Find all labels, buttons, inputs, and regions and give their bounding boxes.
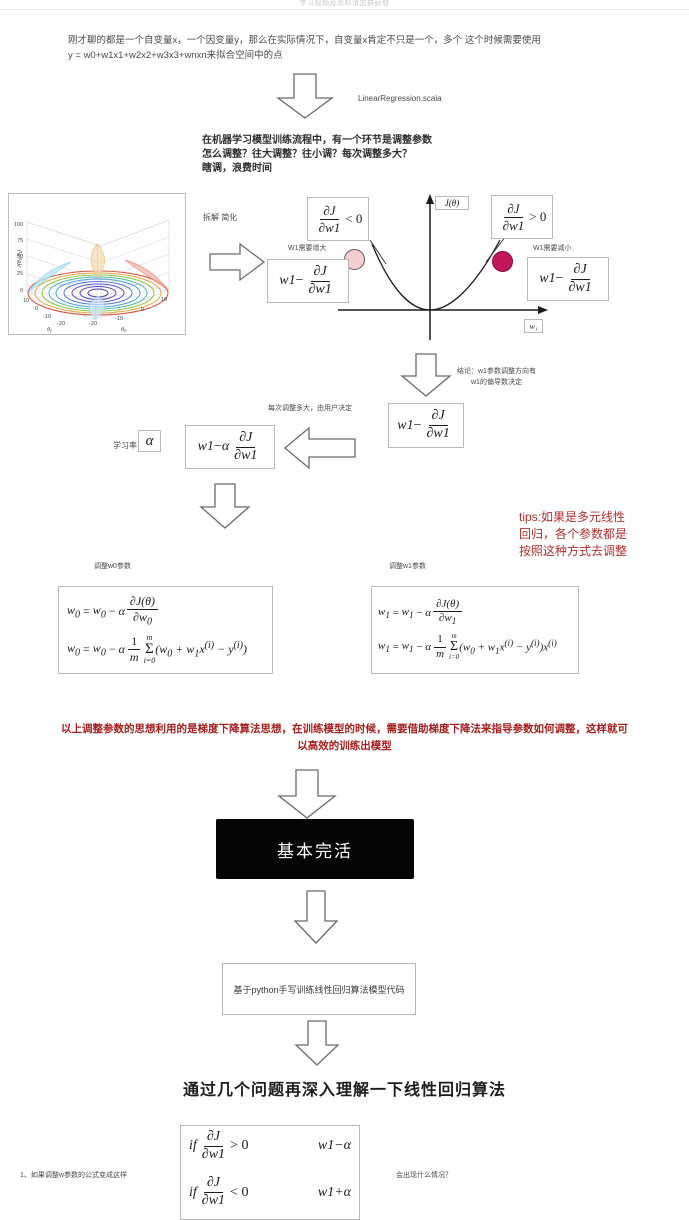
- multivariate-tips: tips:如果是多元线性 回归，各个参数都是 按照这种方式去调整: [519, 510, 628, 558]
- right-update-box: w1 − ∂J∂w1: [527, 257, 609, 301]
- svg-text:50: 50: [17, 254, 23, 260]
- w1-caption: 调整w1参数: [389, 563, 426, 570]
- raw-update-fraction: ∂J∂w1: [426, 408, 450, 441]
- arrow-down-to-deep-dive: [294, 1019, 340, 1067]
- arrow-down-to-param-formulas: [199, 482, 251, 530]
- adjust-size-label: 每次调整多大，由用户决定: [268, 405, 352, 412]
- linear-regression-scala-label: LinearRegression.scala: [358, 94, 442, 103]
- right-update-fraction: ∂J∂w1: [568, 261, 592, 295]
- svg-text:75: 75: [17, 238, 23, 244]
- cost-surface-plot: 100 75 50 25 0 10 0 -10 -20 -20 -10 0 10…: [8, 193, 186, 335]
- svg-text:-10: -10: [43, 314, 51, 320]
- question1-formula-line2: if ∂J∂w1 < 0 w1+α: [189, 1175, 351, 1209]
- y-axis-label-text: J(θ): [444, 198, 460, 208]
- learning-rate-symbol: α: [145, 432, 154, 449]
- svg-text:J(θ₀,θ₁): J(θ₀,θ₁): [17, 250, 23, 269]
- raw-update-w1: w1: [397, 417, 414, 433]
- question1-prompt: 1、如果调整w参数的公式变成这样: [20, 1172, 127, 1179]
- left-update-box: w1 − ∂J∂w1: [267, 259, 349, 303]
- right-derivative-fraction: ∂J∂w1: [502, 200, 525, 233]
- arrow-down-to-python: [293, 889, 339, 945]
- alpha-update-w1: w1: [197, 439, 214, 454]
- svg-text:100: 100: [14, 222, 23, 228]
- svg-text:-20: -20: [89, 321, 97, 327]
- question1-formula-box: if ∂J∂w1 > 0 w1−α if ∂J∂w1 < 0 w1+α: [180, 1125, 360, 1220]
- svg-text:10: 10: [161, 297, 167, 303]
- svg-text:0: 0: [141, 307, 144, 313]
- gradient-descent-parabola: [300, 192, 560, 342]
- alpha-update-fraction: ∂J∂w1: [234, 429, 258, 463]
- gradient-descent-banner: 以上调整参数的思想利用的是梯度下降算法思想，在训练模型的时候，需要借助梯度下降法…: [61, 723, 628, 752]
- question1-result: 会出现什么情况？: [396, 1172, 452, 1179]
- alpha-update-minus: −: [213, 439, 222, 454]
- training-process-text: 在机器学习模型训练流程中，有一个环节是调整参数 怎么调整？往大调整？往小调？每次…: [202, 135, 432, 174]
- svg-text:25: 25: [17, 271, 23, 277]
- arrow-right-decompose: [208, 242, 266, 282]
- decompose-label: 拆解 简化: [203, 213, 238, 222]
- parabola-y-axis-label: J(θ): [435, 196, 469, 210]
- alpha-update-box: w1 − α ∂J∂w1: [185, 425, 275, 469]
- right-point-marker: [492, 251, 513, 272]
- left-derivative-box: ∂J∂w1 < 0: [307, 197, 369, 241]
- w1-formula-line1: w1 = w1 − α ∂J(θ)∂w1: [378, 598, 464, 627]
- question1-formula-line1: if ∂J∂w1 > 0 w1−α: [189, 1129, 351, 1162]
- left-derivative-relation: < 0: [345, 211, 363, 226]
- svg-text:0: 0: [35, 306, 38, 312]
- raw-update-box: w1 − ∂J∂w1: [388, 403, 464, 448]
- raw-update-minus: −: [413, 417, 422, 433]
- learning-rate-label: 学习率：: [113, 441, 145, 450]
- left-update-minus: −: [295, 273, 304, 288]
- arrow-left-user-decides: [283, 424, 357, 472]
- svg-text:10: 10: [23, 298, 29, 304]
- right-derivative-box: ∂J∂w1 > 0: [491, 195, 553, 239]
- arrow-down-to-finish: [277, 768, 337, 820]
- left-update-note: W1需要增大: [288, 245, 327, 252]
- learning-rate-symbol-box: α: [138, 430, 161, 452]
- right-update-minus: −: [555, 271, 564, 286]
- w0-formula-line1: w0 = w0 − α ∂J(θ)∂w0: [67, 595, 160, 627]
- right-derivative-relation: > 0: [529, 209, 547, 224]
- right-update-w1: w1: [539, 271, 556, 286]
- svg-text:θ₁: θ₁: [47, 327, 52, 333]
- python-code-box: 基于python手写训练线性回归算法模型代码: [222, 963, 416, 1015]
- conclusion-note: 结论：w1参数调整方向有 w1的偏导数决定: [457, 368, 536, 386]
- x-axis-label-text: w₁: [529, 321, 538, 331]
- svg-text:0: 0: [20, 288, 23, 294]
- python-code-label: 基于python手写训练线性回归算法模型代码: [233, 984, 405, 995]
- left-derivative-fraction: ∂J∂w1: [318, 202, 341, 235]
- svg-text:-20: -20: [57, 321, 65, 327]
- svg-text:-10: -10: [115, 316, 123, 322]
- left-update-w1: w1: [279, 273, 296, 288]
- page-watermark: 学习视频及资料请加群获取: [0, 0, 689, 10]
- finish-box: 基本完活: [216, 819, 414, 879]
- w0-caption: 调整w0参数: [94, 563, 131, 570]
- arrow-down-to-training: [276, 72, 334, 120]
- deep-dive-title: 通过几个问题再深入理解一下线性回归算法: [182, 1082, 506, 1099]
- finish-box-label: 基本完活: [277, 841, 353, 861]
- alpha-update-alpha: α: [221, 439, 230, 454]
- intro-paragraph: 刚才聊的都是一个自变量x，一个因变量y，那么在实际情况下，自变量x肯定不只是一个…: [68, 35, 541, 61]
- svg-text:θ₀: θ₀: [121, 327, 127, 333]
- left-update-fraction: ∂J∂w1: [308, 263, 332, 297]
- right-update-note: W1需要减小: [533, 245, 572, 252]
- parabola-x-axis-label: w₁: [524, 319, 543, 333]
- arrow-down-to-conclusion: [400, 352, 452, 398]
